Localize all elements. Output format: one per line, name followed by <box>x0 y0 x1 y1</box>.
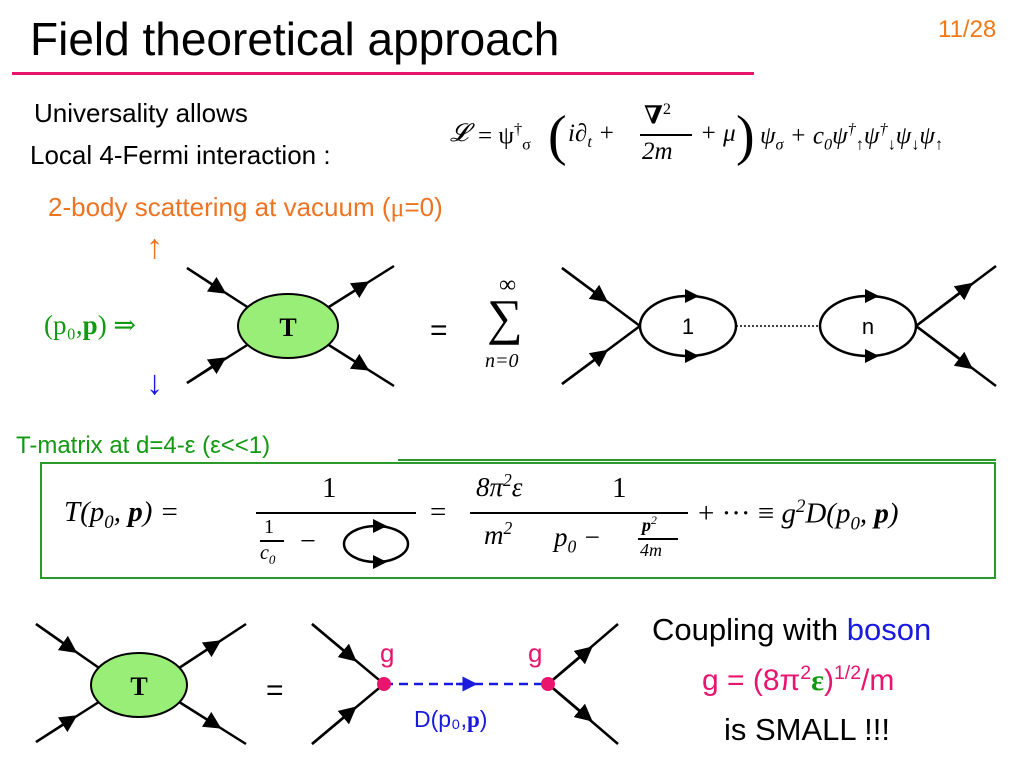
coupling-g-right: g <box>528 638 543 668</box>
tmatrix-heading: T-matrix at d=4-ε (ε<<1) <box>16 432 271 459</box>
spin-up-arrow: ↑ <box>146 228 163 266</box>
sum-operator: ∞ ∑ n=0 <box>485 268 535 378</box>
tmatrix-num-1: 1 <box>322 472 337 504</box>
propagator-label: D(p₀,p) <box>414 706 488 732</box>
paren-close: ) <box>736 105 755 167</box>
page-number: 11/28 <box>938 16 997 43</box>
t-vertex-blob-bottom <box>90 652 188 718</box>
intro-line-2: Local 4-Fermi interaction : <box>30 140 331 170</box>
paren-open: ( <box>548 105 567 167</box>
slide-title: Field theoretical approach <box>30 13 560 65</box>
lagrangian-time-derivative: i∂t + <box>568 120 615 151</box>
sum-upper: ∞ <box>499 272 517 298</box>
vertex-dot-left <box>377 677 391 691</box>
incoming-momentum: (p₀,p) ⇒ <box>44 310 137 340</box>
bubble-label-first: 1 <box>682 314 694 339</box>
sum-symbol: ∑ <box>487 289 523 345</box>
lagrangian-mu: + μ <box>700 120 736 147</box>
lagrangian-symbol: 𝓛 <box>450 120 469 147</box>
boson-exchange-diagram <box>311 623 619 745</box>
tmatrix-equation-box: T(p0, p) = 1 1 c0 − = 8π2ε m2 1 p0 − p2 … <box>40 462 996 579</box>
lagrangian-nabla: ∇2 <box>644 100 671 130</box>
coupling-line-1: Coupling with boson <box>652 612 932 647</box>
title-underline <box>12 72 754 75</box>
lagrangian-interaction: ψσ + c0ψ†↑ψ†↓ψ↓ψ↑ <box>760 120 944 154</box>
t-vertex-diagram-top: T <box>186 264 395 388</box>
tmatrix-den-2: m2 <box>484 518 513 550</box>
spin-down-arrow: ↓ <box>146 364 163 402</box>
tmatrix-fraction-bar-1 <box>256 512 416 514</box>
lagrangian-eq-part: = ψ†σ <box>478 120 531 154</box>
tmatrix-fraction-bar-2 <box>470 512 554 514</box>
tmatrix-heading-rule <box>398 459 996 461</box>
bubble-chain-diagram: 1 n <box>561 265 997 387</box>
tmatrix-lhs: T(p0, p) = <box>64 496 180 533</box>
tmatrix-fraction-bar-3 <box>552 512 688 514</box>
tmatrix-loop-icon <box>342 519 410 569</box>
equals-sign-2: = <box>266 674 284 707</box>
scattering-heading: 2-body scattering at vacuum (μ=0) <box>48 192 443 222</box>
coupling-formula: g = (8π2ε)1/2/m <box>702 662 895 697</box>
tmatrix-eq-2: = <box>430 496 447 528</box>
intro-line-1: Universality allows <box>34 98 248 128</box>
lagrangian-2m: 2m <box>642 138 673 165</box>
bubble-label-last: n <box>862 314 874 339</box>
vertex-dot-right <box>541 677 555 691</box>
tmatrix-rhs: + ··· ≡ g2D(p0, p) <box>698 496 899 535</box>
coupling-g-left: g <box>380 638 395 668</box>
fraction-bar <box>640 134 692 136</box>
t-vertex-label-bottom: T <box>130 672 147 701</box>
tmatrix-num-3: 1 <box>612 472 627 504</box>
sum-lower: n=0 <box>485 350 519 372</box>
t-vertex-label-top: T <box>279 313 296 342</box>
t-vertex-diagram-bottom: T <box>35 622 247 746</box>
t-vertex-blob-top <box>237 293 339 359</box>
tmatrix-num-2: 8π2ε <box>476 470 523 502</box>
tmatrix-den-3: p0 − <box>554 522 602 557</box>
equals-sign-1: = <box>430 314 448 347</box>
coupling-line-3: is SMALL !!! <box>724 712 890 747</box>
